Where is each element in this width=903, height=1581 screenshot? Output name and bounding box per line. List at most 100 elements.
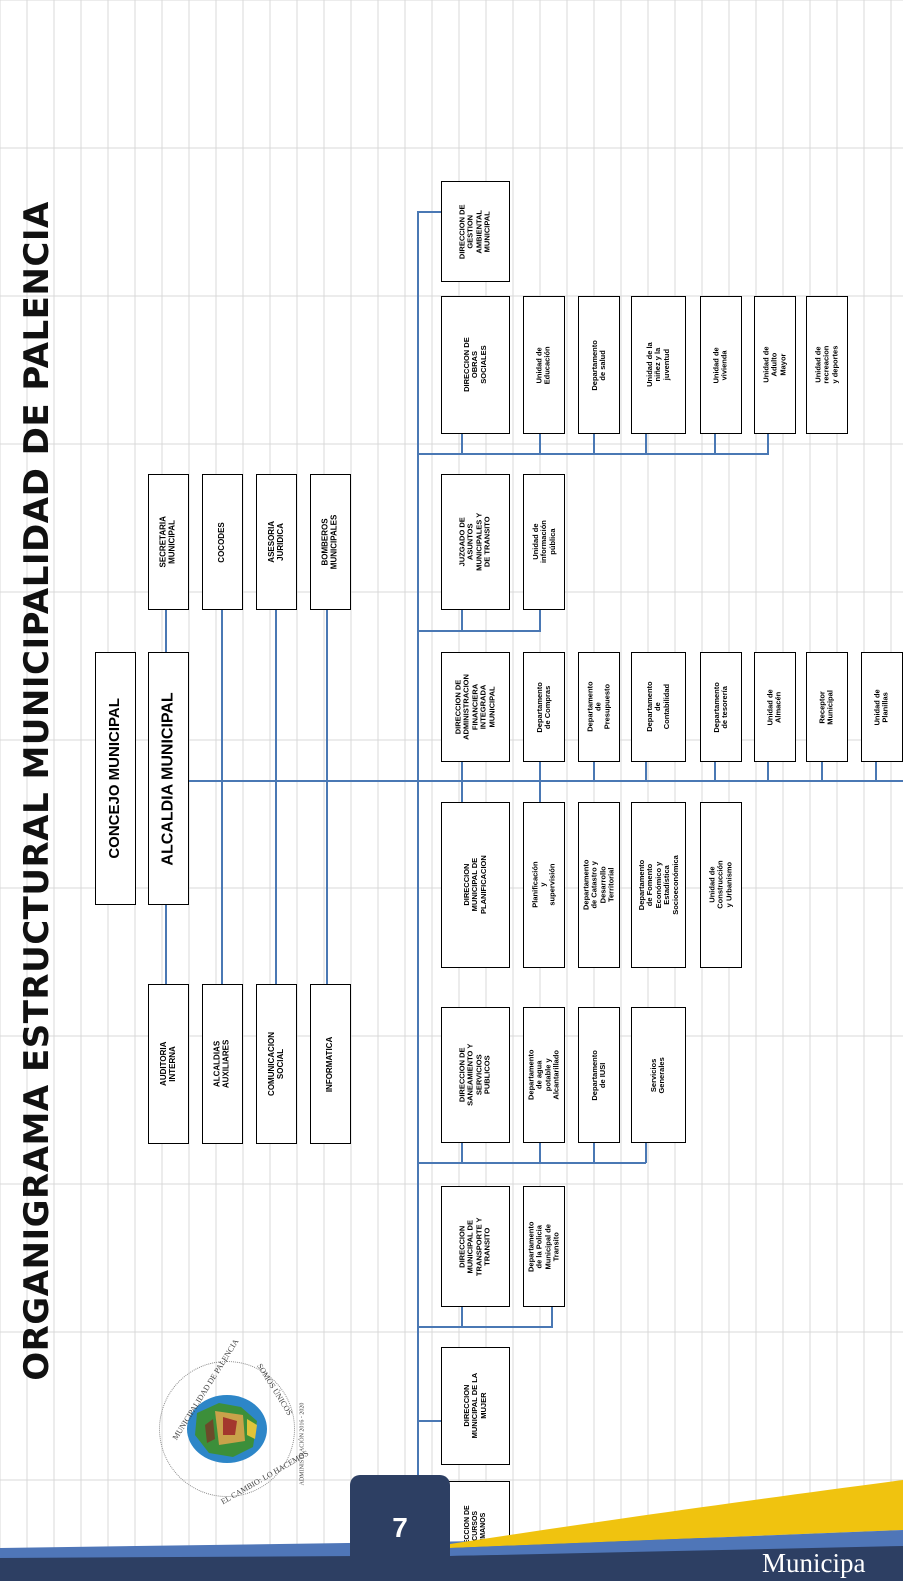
node-label: DIRECCION MUNICIPAL DE TRANSPORTE Y TRAN… [457,1217,492,1276]
municipal-seal-logo: MUNICIPALIDAD DE PALENCIA SOMOS ÚNICOS E… [153,1337,310,1506]
node-unidad-planillas: Unidad de Planillas [861,652,903,762]
drop [461,610,463,631]
connector-auditoria [165,905,167,985]
node-label: BOMBEROS MUNICIPALES [320,514,339,570]
node-label: Departamento de IUSI [589,1049,607,1101]
node-departamento-catastro: Departamento de Catastro y Desarrollo Te… [578,802,620,968]
node-comunicacion-social: COMUNICACION SOCIAL [256,984,297,1144]
node-cocodes: COCODES [202,474,243,610]
seal-ring [159,1361,295,1497]
node-direccion-obras-sociales: DIRECCION DE OBRAS SOCIALES [441,296,510,434]
node-label: DIRECCION MUNICIPAL DE LA MUJER [461,1373,488,1439]
drop [645,760,647,781]
node-servicios-generales: Servicios Generales [631,1007,686,1143]
node-departamento-fomento: Departamento de Fomento Económico y Esta… [631,802,686,968]
footer-text: Municipa [762,1548,866,1578]
drop [551,1306,553,1327]
node-label: ALCALDIA MUNICIPAL [159,691,177,866]
node-direccion-planificacion: DIRECCION MUNICIPAL DE PLANIFICACION [441,802,510,968]
node-concejo-municipal: CONCEJO MUNICIPAL [95,652,136,905]
node-label: INFORMATICA [325,1036,335,1092]
drop [767,433,769,454]
node-unidad-vivienda: Unidad de vivienda [700,296,742,434]
node-label: Unidad de vivienda [711,346,729,384]
node-label: Unidad de Construcción y Urbanismo [707,860,734,910]
drop [539,782,541,803]
drop [714,433,716,454]
node-label: ALCALDIAS AUXILIARES [212,1039,231,1089]
directions-spine [417,211,419,1581]
node-label: Departamento de tesorería [711,681,729,733]
drop [875,760,877,781]
node-unidad-adulto-mayor: Unidad de Adulto Mayor [754,296,796,434]
node-unidad-recreacion: Unidad de recreacion y deportes [806,296,848,434]
node-departamento-tesoreria: Departamento de tesorería [700,652,742,762]
node-label: Departamento de la Policia Municipal de … [526,1221,561,1272]
node-label: Departamento de Presupuesto [585,681,612,733]
node-label: Unidad de Almacén [765,688,783,726]
node-label: Departamento de Catastro y Desarrollo Te… [581,859,616,911]
node-label: Servicios Generales [649,1056,667,1094]
node-secretaria-municipal: SECRETARIA MUNICIPAL [148,474,189,610]
node-unidad-almacen: Unidad de Almacén [754,652,796,762]
node-departamento-contabilidad: Departamento de Contabilidad [631,652,686,762]
node-departamento-agua: Departamento de agua potable y Alcantari… [523,1007,565,1143]
page-number: 7 [392,1512,408,1543]
node-label: Unidad de Adulto Mayor [761,346,788,384]
node-asesoria-juridica: ASESORIA JURIDICA [256,474,297,610]
connector-obras-sociales [417,453,769,455]
drop [539,1142,541,1163]
node-label: Departamento de agua potable y Alcantari… [526,1049,561,1101]
node-label: Unidad de Planillas [872,688,890,726]
node-direccion-gestion-ambiental: DIRECCION DE GESTION AMBIENTAL MUNICIPAL [441,181,510,282]
node-unidad-ninez: Unidad de la niñez y la juventud [631,296,686,434]
drop [593,433,595,454]
drop [461,760,463,781]
node-unidad-construccion: Unidad de Construcción y Urbanismo [700,802,742,968]
connector-transito [417,1326,553,1328]
node-departamento-compras: Departamento de Compras [523,652,565,762]
drop [714,760,716,781]
node-label: Departamento de Contabilidad [644,681,671,733]
node-label: Unidad de la niñez y la juventud [644,342,671,388]
connector-cocodes-aux [221,608,223,985]
node-departamento-presupuesto: Departamento de Presupuesto [578,652,620,762]
drop [821,760,823,781]
node-label: DIRECCION DE SANEAMIENTO Y SERVICIOS PUB… [457,1043,492,1107]
node-direccion-saneamiento: DIRECCION DE SANEAMIENTO Y SERVICIOS PUB… [441,1007,510,1143]
node-direccion-transito: DIRECCION MUNICIPAL DE TRANSPORTE Y TRAN… [441,1186,510,1307]
node-label: COMUNICACION SOCIAL [266,1032,285,1096]
node-direccion-financiera: DIRECCION DE ADMINISTRACION FINANCIERA I… [441,652,510,762]
node-label: DIRECCION MUNICIPAL DE PLANIFICACION [461,855,488,915]
node-departamento-policia-transito: Departamento de la Policia Municipal de … [523,1186,565,1307]
node-alcaldia-municipal: ALCALDIA MUNICIPAL [148,652,189,905]
node-label: Unidad de información pública [530,520,557,564]
node-label: ASESORIA JURIDICA [266,520,285,563]
connector-saneamiento [417,1162,646,1164]
node-bomberos-municipales: BOMBEROS MUNICIPALES [310,474,351,610]
connector-ambiental [417,211,442,213]
connector-juzgado [417,630,541,632]
connector-secretaria [165,575,167,655]
drop [645,433,647,454]
drop [461,433,463,454]
page-number-tab: 7 [350,1475,450,1581]
drop [539,610,541,631]
node-label: Receptor Municipal [817,689,835,725]
drop [461,1306,463,1327]
drop [539,760,541,781]
node-receptor-municipal: Receptor Municipal [806,652,848,762]
connector-asesoria-com [275,608,277,985]
node-label: Departamento de salud [589,339,607,391]
drop [461,782,463,803]
drop [539,433,541,454]
node-label: JUZGADO DE ASUNTOS MUNICIPALES Y DE TRAN… [457,512,492,572]
node-label: Departamento de Compras [534,681,552,733]
drop [461,1142,463,1163]
node-juzgado: JUZGADO DE ASUNTOS MUNICIPALES Y DE TRAN… [441,474,510,610]
node-label: DIRECCION DE ADMINISTRACION FINANCIERA I… [453,674,497,740]
node-direccion-mujer: DIRECCION MUNICIPAL DE LA MUJER [441,1347,510,1465]
node-label: Unidad de recreacion y deportes [813,346,840,384]
node-label: AUDITORIA INTERNA [158,1041,177,1086]
